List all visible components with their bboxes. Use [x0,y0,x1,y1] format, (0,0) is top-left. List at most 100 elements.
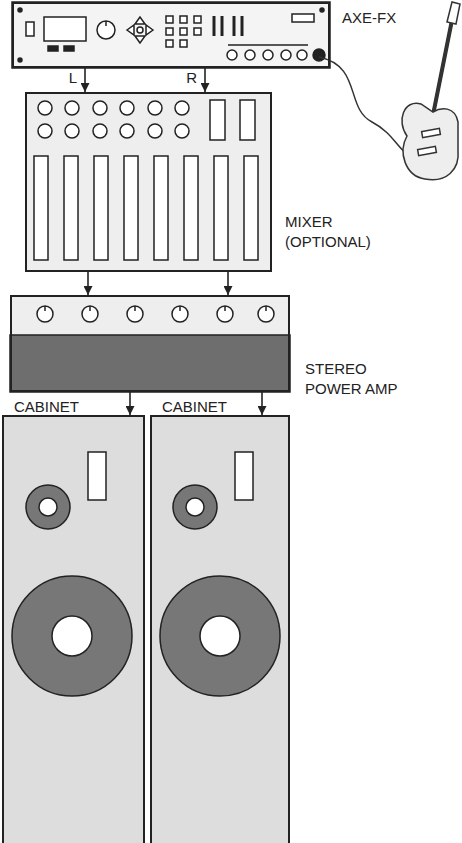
rack-unit-panel [194,28,201,35]
rack-unit-panel [292,14,314,22]
mixer-controls [184,156,198,260]
rack-unit-panel [313,49,325,61]
rack-unit-panel [97,21,115,39]
power-amp-panel [10,335,290,392]
speaker-cabinet [2,415,145,843]
mixer-box: MIXER (OPTIONAL) [25,92,272,272]
rack-unit-panel [12,2,330,68]
power-amp-box: STEREO POWER AMP [10,295,290,392]
rack-unit-panel [44,17,86,41]
component-label: CABINET [14,397,134,417]
component-label: STEREO POWER AMP [305,359,417,398]
guitar [319,2,460,180]
mixer-controls [65,124,79,138]
speaker-cabinet [2,415,145,843]
signal-arrow [129,392,131,415]
rack-unit-panel [146,25,153,35]
speaker-cabinet [235,452,253,500]
power-amp-panel [224,306,226,311]
speaker-cabinet [160,576,280,696]
rack-unit-panel [135,17,145,24]
rack-unit-panel [18,58,22,62]
mixer-controls [148,124,162,138]
mixer-controls [93,101,107,115]
rack-unit-panel [180,16,187,23]
guitar [319,57,414,158]
mixer-controls [214,156,228,260]
rack-unit-panel [213,16,216,36]
mixer-controls [64,156,78,260]
speaker-cabinet [26,485,70,529]
mixer-controls [94,156,108,260]
mixer-controls [93,124,107,138]
speaker-cabinet [12,576,132,696]
mixer-controls [25,92,272,272]
rack-unit-panel [245,50,255,60]
signal-arrow [227,272,229,295]
mixer-controls [38,124,52,138]
speaker-cabinet [150,415,290,843]
mixer-controls [34,156,48,260]
rack-unit-panel [48,46,58,51]
rack-unit-panel [233,16,236,36]
component-label: MIXER (OPTIONAL) [285,212,397,251]
rack-unit-panel [166,40,173,47]
cabinet-box: CABINET [2,415,145,843]
rack-unit-panel [135,36,145,43]
rack-unit-panel [64,46,74,51]
mixer-controls [120,124,134,138]
power-amp-panel [258,306,274,322]
power-amp-panel [127,306,143,322]
rack-unit-panel [320,8,324,12]
cabinet-box: CABINET [150,415,290,843]
power-amp-panel [172,306,188,322]
power-amp-panel [217,306,233,322]
speaker-cabinet [173,485,217,529]
power-amp-panel [37,306,53,322]
power-amp-panel [44,306,46,311]
rack-unit-panel [166,28,173,35]
rack-unit-panel [166,16,173,23]
power-amp-panel [265,306,267,311]
rack-unit-panel [18,8,22,12]
guitar [447,2,460,24]
speaker-cabinet [186,498,204,516]
power-amp-panel [179,306,181,311]
rack-unit-panel [180,40,187,47]
guitar [418,146,437,155]
speaker-cabinet [52,616,92,656]
speaker-cabinet [150,415,290,843]
component-label: AXE-FX [342,8,452,28]
speaker-cabinet [200,616,240,656]
mixer-controls [244,156,258,260]
rack-unit-panel [263,50,273,60]
component-label: CABINET [162,397,282,417]
rack-unit-panel [227,50,237,60]
guitar [432,20,452,120]
mixer-controls [210,100,225,140]
mixer-controls [25,92,272,272]
mixer-controls [240,100,255,140]
guitar [422,128,441,137]
power-amp-panel [82,306,98,322]
rack-unit-panel [221,16,224,36]
mixer-controls [120,101,134,115]
rack-unit-panel [180,28,187,35]
rack-processor: AXE-FX [12,2,330,68]
power-amp-panel [89,306,91,311]
rack-unit-panel [127,25,134,35]
rack-unit-panel [137,27,143,33]
signal-arrow [204,68,206,92]
speaker-cabinet [39,498,57,516]
mixer-controls [124,156,138,260]
power-amp-panel [10,295,290,335]
rack-unit-panel [228,44,308,46]
rack-unit-panel [297,50,307,60]
rack-unit-panel [241,16,244,36]
rack-unit-panel [105,21,107,26]
mixer-controls [154,156,168,260]
channel-label: L [67,69,79,87]
